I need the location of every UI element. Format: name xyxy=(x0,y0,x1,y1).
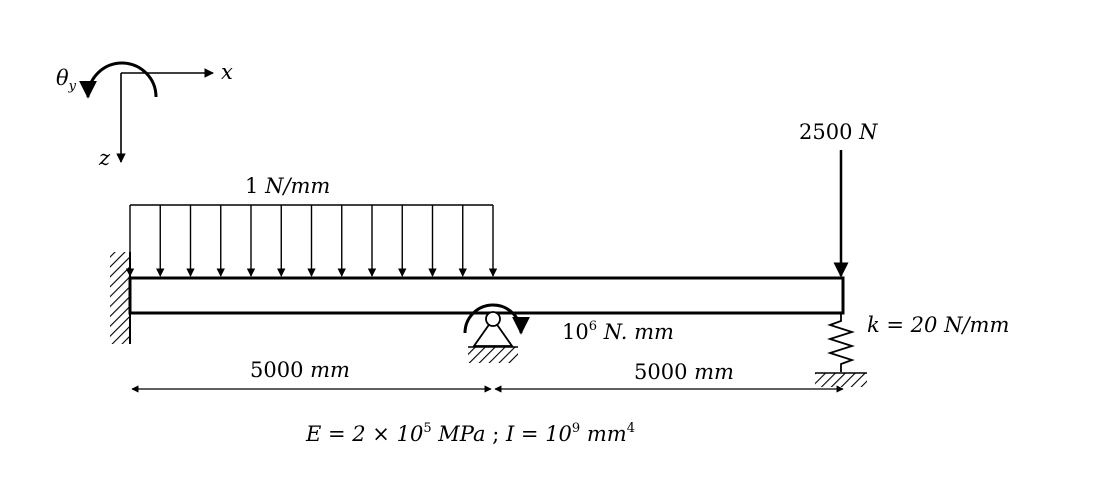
theta-y-label: θy xyxy=(56,66,76,94)
elastic-modulus-value: E = 2 × 10 xyxy=(306,422,424,446)
point-load-unit: N xyxy=(859,120,878,144)
pin-triangle xyxy=(472,317,514,347)
material-properties-label: E = 2 × 105 MPa ; I = 109 mm4 xyxy=(306,421,635,446)
spring-coil xyxy=(827,313,855,372)
spring-stiffness-label: k = 20 N/mm xyxy=(867,315,1009,336)
distributed-load-label: 1 N/mm xyxy=(245,176,330,197)
dimension-right-value: 5000 xyxy=(634,360,688,384)
properties-separator: ; xyxy=(492,422,500,446)
moment-base: 10 xyxy=(562,320,589,344)
wall-hatch xyxy=(110,252,130,344)
distributed-load-unit: N/mm xyxy=(265,174,331,198)
moment-arrow xyxy=(463,303,530,335)
inertia-unit-exponent: 4 xyxy=(626,421,635,436)
theta-subscript: y xyxy=(68,79,77,94)
point-load-label: 2500 N xyxy=(799,122,878,143)
theta-symbol: θ xyxy=(56,66,69,90)
fixed-support xyxy=(110,252,131,344)
coordinate-axes xyxy=(79,61,214,163)
spring-support xyxy=(815,313,867,387)
dimension-label-right: 5000 mm xyxy=(634,362,734,383)
inertia-exponent: 9 xyxy=(571,421,581,436)
spring-ground-hatch xyxy=(815,373,867,387)
distributed-load-arrows xyxy=(125,205,498,277)
point-load-value: 2500 xyxy=(799,120,853,144)
dimension-left-unit: mm xyxy=(310,358,350,382)
distributed-load xyxy=(125,204,498,277)
spring-stiffness-unit: N/mm xyxy=(944,313,1010,337)
pin-support xyxy=(468,311,518,363)
dimension-right-unit: mm xyxy=(694,360,734,384)
moment-exponent: 6 xyxy=(588,319,598,334)
pin-ground-hatch xyxy=(468,347,518,363)
elastic-modulus-exponent: 5 xyxy=(423,421,432,436)
inertia-unit: mm xyxy=(586,422,627,446)
dimension-label-left: 5000 mm xyxy=(250,360,350,381)
pin-circle xyxy=(485,311,501,327)
inertia-value: I = 10 xyxy=(505,422,572,446)
dimension-left-value: 5000 xyxy=(250,358,304,382)
elastic-modulus-unit: MPa xyxy=(438,422,486,446)
z-axis-label: z xyxy=(99,146,111,170)
theta-y-rotation-arrow xyxy=(79,61,158,99)
x-axis-label: x xyxy=(221,60,233,84)
spring-stiffness-value: k = 20 xyxy=(867,313,938,337)
moment-label: 106 N. mm xyxy=(562,319,674,344)
beam xyxy=(128,276,845,315)
distributed-load-value: 1 xyxy=(245,174,259,198)
moment-unit: N. mm xyxy=(603,320,674,344)
